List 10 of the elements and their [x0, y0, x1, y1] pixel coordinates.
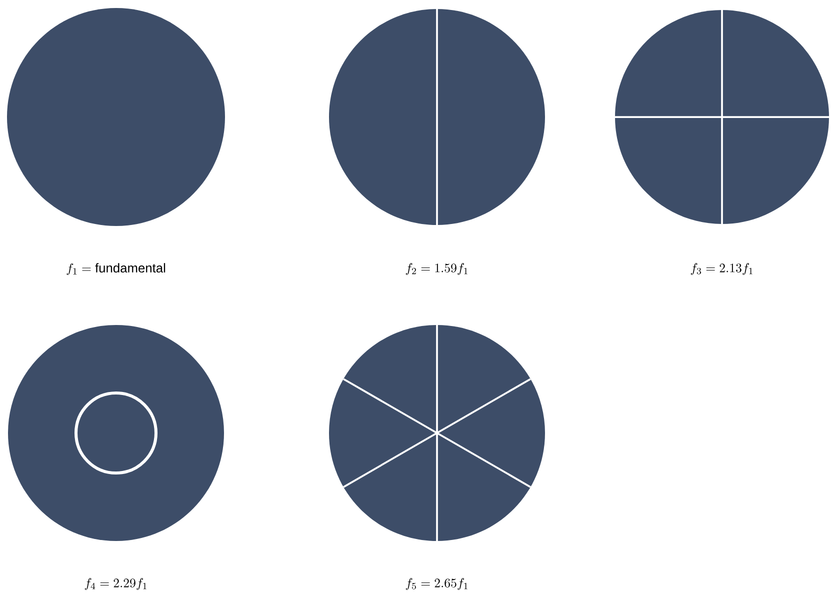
- membrane-mode-drawing: [7, 8, 225, 226]
- mode-caption: $f_{2} = 1.59f_{1}$: [406, 263, 468, 275]
- mode-caption: $f_{5} = 2.65f_{1}$: [406, 578, 468, 590]
- membrane-mode-drawing: [329, 324, 545, 542]
- membrane-mode-drawing: [8, 325, 224, 541]
- mode-caption: $f_{4} = 2.29f_{1}$: [84, 578, 146, 590]
- mode-caption: $f_{1} = \mathrm{fundamental}$: [66, 263, 166, 276]
- membrane-mode-drawing: [614, 9, 830, 225]
- membrane-mode-drawing: [329, 9, 545, 225]
- mode-caption: $f_{3} = 2.13f_{1}$: [690, 263, 752, 275]
